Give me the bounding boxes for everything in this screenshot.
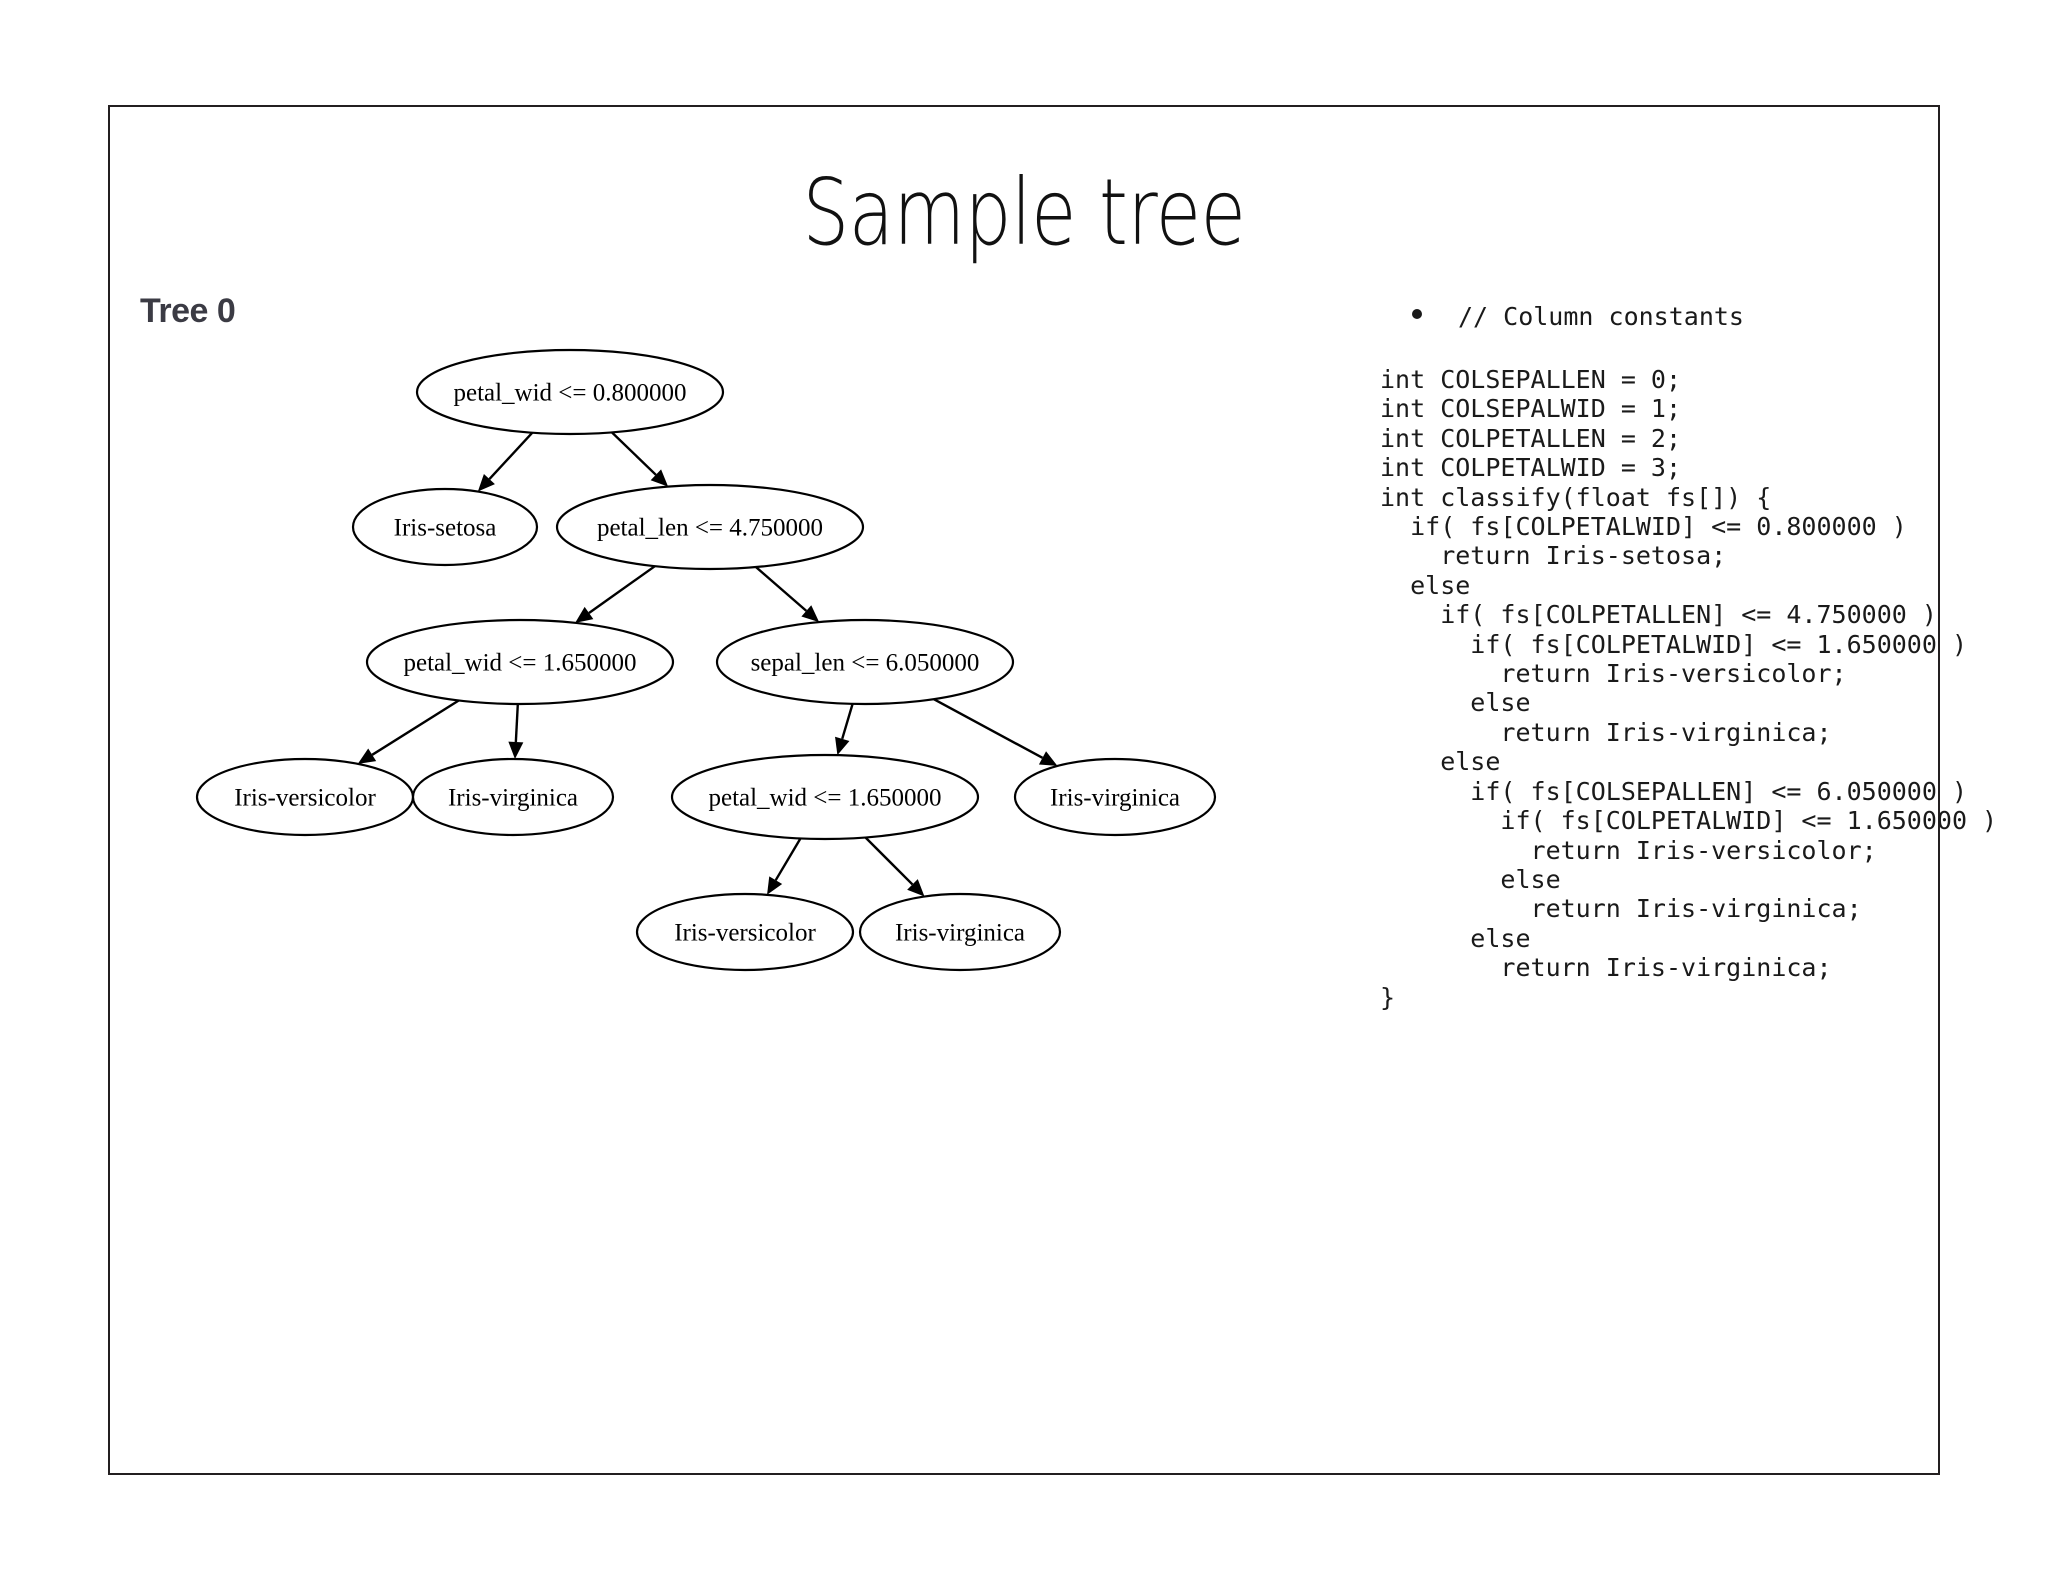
tree-edge-arrowhead (357, 748, 377, 764)
node-ellipse (411, 757, 615, 837)
node-label: petal_len <= 4.750000 (597, 515, 823, 542)
tree-edge (864, 836, 914, 886)
tree-edge-arrowhead (835, 736, 850, 756)
node-ellipse (715, 618, 1015, 706)
tree-edge-arrowhead (767, 876, 783, 895)
node-label: sepal_len <= 6.050000 (751, 650, 980, 677)
node-label: Iris-virginica (1050, 785, 1180, 812)
node-ellipse (415, 348, 725, 436)
tree-leaf-node: Iris-setosa (351, 487, 539, 567)
page-title: Sample tree (802, 159, 1246, 266)
bullet-list-item: // Column constants (1380, 302, 1940, 331)
tree-edge-arrowhead (508, 741, 524, 760)
tree-leaf-node: Iris-versicolor (635, 892, 855, 972)
node-label: petal_wid <= 1.650000 (403, 650, 636, 677)
bullet-dot-icon (1412, 309, 1422, 319)
tree-decision-node: petal_wid <= 1.650000 (670, 753, 980, 841)
tree-edge (933, 698, 1044, 759)
slide-canvas: Sample tree Tree 0 petal_wid <= 0.800000… (108, 105, 1998, 1475)
tree-leaf-node: Iris-virginica (411, 757, 615, 837)
node-ellipse (365, 618, 675, 706)
code-panel: // Column constants int COLSEPALLEN = 0;… (1380, 302, 1998, 1012)
tree-decision-node: petal_len <= 4.750000 (555, 483, 865, 571)
node-label: Iris-versicolor (234, 785, 376, 812)
tree-edges-layer (357, 431, 1058, 897)
node-label: Iris-setosa (394, 515, 497, 542)
node-ellipse (858, 892, 1062, 972)
tree-edge (841, 703, 854, 740)
node-label: petal_wid <= 1.650000 (708, 785, 941, 812)
node-label: Iris-virginica (895, 920, 1025, 947)
tree-edge (755, 566, 808, 612)
node-ellipse (635, 892, 855, 972)
tree-edge-arrowhead (1038, 751, 1058, 766)
tree-edge-arrowhead (575, 606, 594, 623)
tree-decision-node: petal_wid <= 0.800000 (415, 348, 725, 436)
tree-edge-arrowhead (801, 605, 820, 623)
tree-decision-node: sepal_len <= 6.050000 (715, 618, 1015, 706)
tree-label: Tree 0 (140, 292, 236, 330)
tree-decision-node: petal_wid <= 1.650000 (365, 618, 675, 706)
tree-edge-arrowhead (477, 473, 495, 492)
tree-edge (774, 837, 802, 881)
node-label: Iris-versicolor (674, 920, 816, 947)
node-ellipse (1013, 757, 1217, 837)
code-comment-label: // Column constants (1458, 302, 1744, 331)
tree-edge-arrowhead (650, 469, 669, 487)
tree-leaf-node: Iris-versicolor (195, 757, 415, 837)
tree-edge (488, 431, 534, 480)
node-ellipse (351, 487, 539, 567)
node-ellipse (670, 753, 980, 841)
tree-edge (588, 565, 656, 614)
tree-leaf-node: Iris-virginica (858, 892, 1062, 972)
tree-edge (611, 431, 657, 476)
tree-edge (514, 703, 520, 743)
node-ellipse (555, 483, 865, 571)
node-label: Iris-virginica (448, 785, 578, 812)
tree-edge (371, 699, 460, 756)
tree-edge-arrowhead (907, 879, 925, 897)
tree-leaf-node: Iris-virginica (1013, 757, 1217, 837)
classifier-code-block: int COLSEPALLEN = 0; int COLSEPALWID = 1… (1380, 365, 1998, 1012)
node-label: petal_wid <= 0.800000 (453, 380, 686, 407)
